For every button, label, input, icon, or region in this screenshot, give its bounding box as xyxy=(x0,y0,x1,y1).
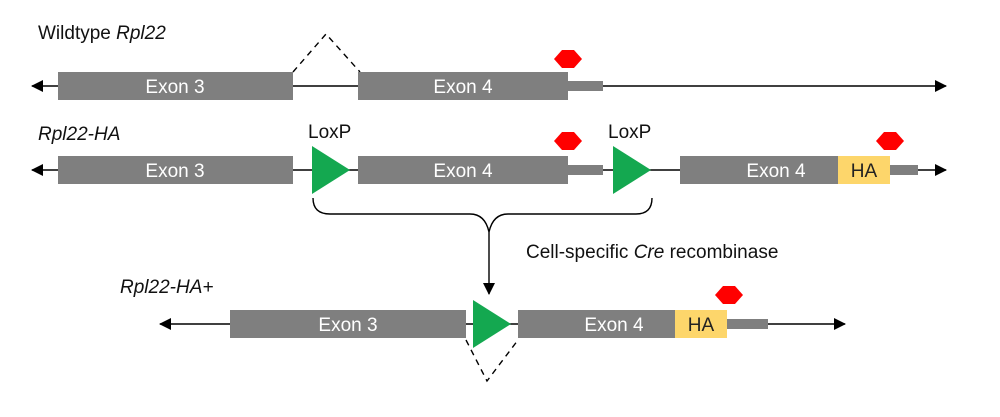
floxed-exon4-ha-label: Exon 4 xyxy=(746,161,806,182)
loxp-left-label: LoxP xyxy=(308,122,351,143)
loxp-right-icon xyxy=(613,146,651,194)
floxed-ha-utr xyxy=(890,165,918,175)
cre-recombinase-label: Cell-specific Cre recombinase xyxy=(526,242,778,263)
loxp-right-label: LoxP xyxy=(608,122,651,143)
recombined-ha-tag xyxy=(675,310,727,338)
recombined-splice-junction xyxy=(465,339,519,383)
excision-brace xyxy=(312,197,653,233)
recombined-label: Rpl22-HA+ xyxy=(120,277,213,298)
floxed-ha-stop-codon-icon xyxy=(876,132,904,150)
wildtype-utr xyxy=(568,81,603,91)
floxed-stop-codon-icon xyxy=(554,132,582,150)
wildtype-stop-codon-icon xyxy=(554,50,582,68)
recombined-exon4 xyxy=(518,310,675,338)
wildtype-label: Wildtype Rpl22 xyxy=(38,23,166,44)
recombined-stop-codon-icon xyxy=(715,286,743,304)
wildtype-exon3-label: Exon 3 xyxy=(145,77,204,98)
wildtype-splice-junction xyxy=(292,32,361,73)
floxed-utr xyxy=(568,165,603,175)
wildtype-exon3 xyxy=(58,72,293,100)
recombined-exon3 xyxy=(230,310,466,338)
wildtype-exon4-label: Exon 4 xyxy=(433,77,493,98)
floxed-label: Rpl22-HA xyxy=(38,124,120,145)
recombined-loxp-icon xyxy=(473,300,511,348)
floxed-ha-label: HA xyxy=(851,161,878,182)
floxed-exon4-ha xyxy=(680,156,838,184)
floxed-exon3-label: Exon 3 xyxy=(145,161,204,182)
floxed-exon4-label: Exon 4 xyxy=(433,161,493,182)
recombined-exon3-label: Exon 3 xyxy=(318,315,377,336)
recombined-utr xyxy=(727,319,768,329)
recombined-ha-label: HA xyxy=(688,315,715,336)
floxed-exon3 xyxy=(58,156,293,184)
loxp-left-icon xyxy=(312,146,350,194)
floxed-exon4 xyxy=(358,156,568,184)
recombined-exon4-label: Exon 4 xyxy=(584,315,644,336)
wildtype-exon4 xyxy=(358,72,568,100)
floxed-ha-tag xyxy=(838,156,890,184)
